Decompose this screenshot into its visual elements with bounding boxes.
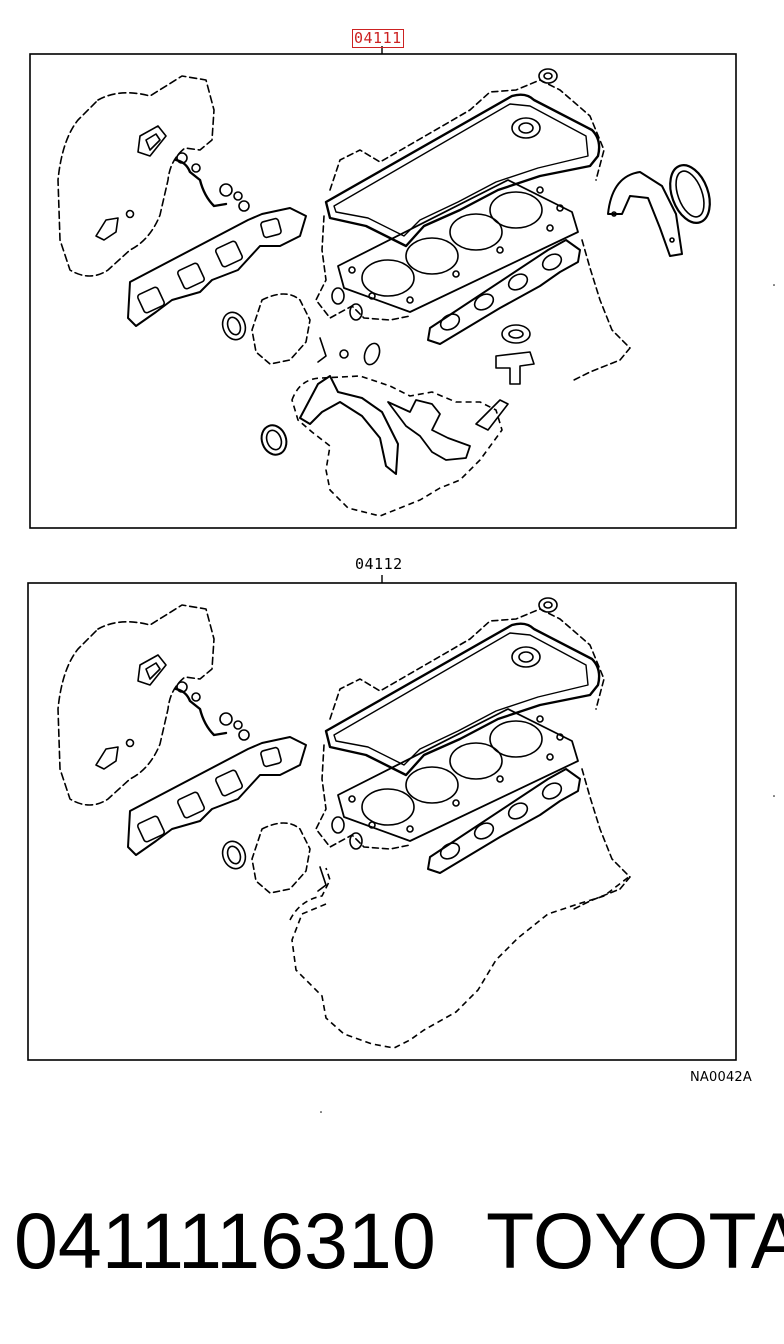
speck-mark [320,1111,322,1113]
speck-mark [773,284,775,286]
brand-label: TOYOTA [486,1196,784,1285]
upper-panel-frame [29,53,737,529]
lower-panel-frame [27,582,737,1061]
lower-part-callout: 04112 [355,555,403,573]
upper-diagram-panel [29,46,737,529]
drawing-reference-code: NA0042A [690,1070,752,1085]
upper-gasket-set-drawing [56,67,632,382]
upper-extra-gaskets [260,164,711,517]
lower-gasket-set-drawing [56,596,632,911]
speck-mark [773,795,775,797]
part-caption: 0411116310 TOYOTA [14,1196,784,1286]
lower-diagram-panel [27,575,737,1061]
upper-part-callout: 04111 [352,29,404,48]
part-number-label: 0411116310 [14,1196,436,1285]
lower-engine-block-outline [289,867,631,1049]
